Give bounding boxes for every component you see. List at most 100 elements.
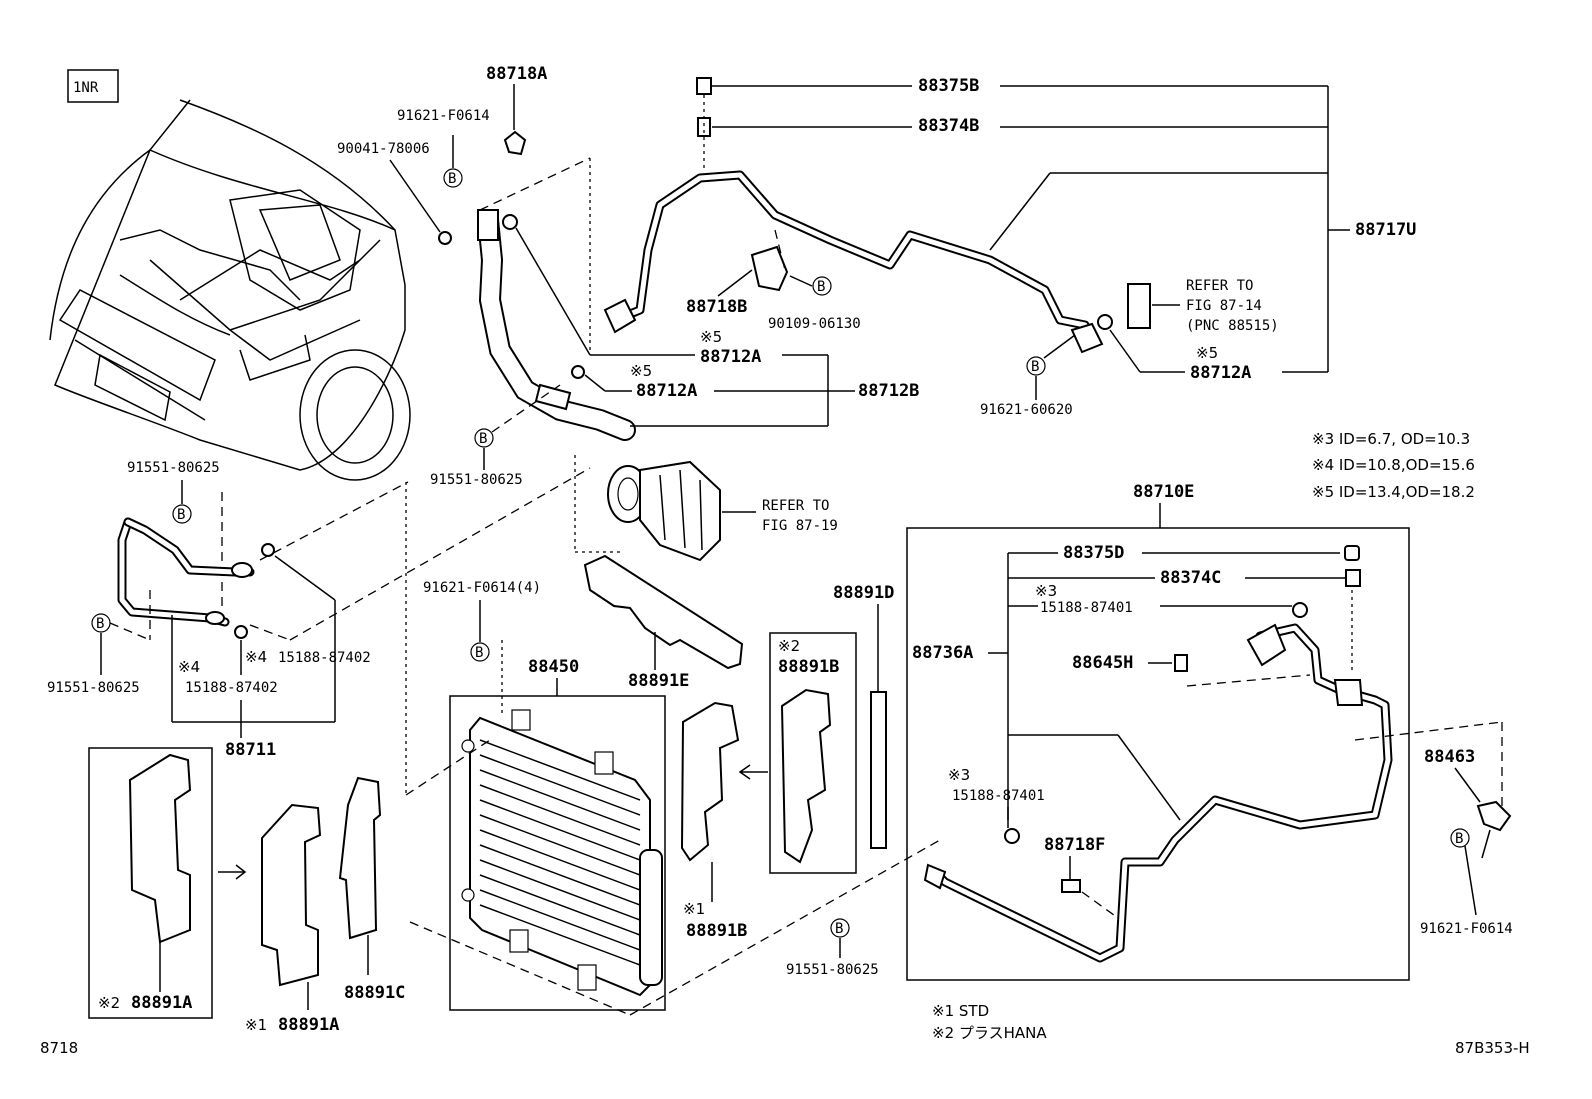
label-88712A-right: 88712A xyxy=(1190,363,1251,383)
frame-88891B-hana xyxy=(769,632,857,874)
mark-5-right: ※5 xyxy=(1196,344,1218,362)
frame-88710E xyxy=(906,527,1410,981)
label-88891B-std: 88891B xyxy=(686,921,747,941)
label-88891A-hana: 88891A xyxy=(131,993,192,1013)
label-88718B: 88718B xyxy=(686,297,747,317)
label-88710E: 88710E xyxy=(1133,482,1194,502)
suction-pipe-88717U xyxy=(603,170,1104,354)
diagram-code: 87B353-H xyxy=(1455,1039,1530,1057)
o-ring-15188-87401-b xyxy=(1004,828,1020,844)
svg-text:※2 プラスHANA: ※2 プラスHANA xyxy=(932,1024,1047,1042)
seal-88891A-std xyxy=(261,803,322,987)
valve-cap-88375D xyxy=(1344,545,1360,561)
refer-fig-87-19: REFER TO FIG 87-19 xyxy=(762,498,838,534)
svg-text:(PNC 88515): (PNC 88515) xyxy=(1186,318,1279,334)
label-88891C: 88891C xyxy=(344,983,405,1003)
label-90109-06130: 90109-06130 xyxy=(768,316,861,332)
engine-badge: 1NR xyxy=(73,80,99,96)
svg-text:※5 ID=13.4,OD=18.2: ※5 ID=13.4,OD=18.2 xyxy=(1312,483,1475,501)
frame-88891A-hana xyxy=(88,747,213,1019)
spec-notes: ※3 ID=6.7, OD=10.3 ※4 ID=10.8,OD=15.6 ※5… xyxy=(1312,430,1475,501)
bolt-88645H xyxy=(1174,654,1188,672)
label-88718F: 88718F xyxy=(1044,835,1105,855)
label-88375B: 88375B xyxy=(918,76,979,96)
label-15188-87401-b: 15188-87401 xyxy=(952,788,1045,804)
svg-text:※4 ID=10.8,OD=15.6: ※4 ID=10.8,OD=15.6 xyxy=(1312,456,1475,474)
expansion-valve xyxy=(1127,283,1151,329)
valve-core-88374B xyxy=(697,117,711,137)
mark-1-88891A: ※1 xyxy=(245,1016,267,1034)
mark-3-b: ※3 xyxy=(948,766,970,784)
label-91551-80625-a: 91551-80625 xyxy=(127,460,220,476)
arrow-right xyxy=(218,864,247,880)
label-91621-60620: 91621-60620 xyxy=(980,402,1073,418)
o-ring-15188-87401-a xyxy=(1292,602,1308,618)
valve-cap-88375B xyxy=(696,77,712,95)
seal-88891D xyxy=(870,691,887,849)
label-88712A-b: 88712A xyxy=(636,381,697,401)
label-91551-80625-c: 91551-80625 xyxy=(47,680,140,696)
label-88736A: 88736A xyxy=(912,643,973,663)
label-91621-F0614-4: 91621-F0614(4) xyxy=(423,580,541,596)
svg-text:REFER TO: REFER TO xyxy=(762,498,829,514)
label-88712B: 88712B xyxy=(858,381,919,401)
svg-text:B: B xyxy=(479,431,487,447)
svg-text:B: B xyxy=(448,171,456,187)
seal-88891A-hana xyxy=(128,753,192,944)
svg-text:B: B xyxy=(475,645,483,661)
svg-text:REFER TO: REFER TO xyxy=(1186,278,1253,294)
o-ring-88712A-right xyxy=(1097,314,1113,330)
label-88374C: 88374C xyxy=(1160,568,1221,588)
label-88891B-hana: 88891B xyxy=(778,657,839,677)
label-91621-F0614-top: 91621-F0614 xyxy=(397,108,490,124)
arrow-left xyxy=(738,764,768,780)
valve-core-88374C xyxy=(1345,569,1361,587)
label-88374B: 88374B xyxy=(918,116,979,136)
label-88645H: 88645H xyxy=(1072,653,1133,673)
o-ring-88711-lower xyxy=(234,625,248,639)
label-91551-80625-b: 91551-80625 xyxy=(430,472,523,488)
seal-88891C xyxy=(338,776,382,940)
label-88891E: 88891E xyxy=(628,671,689,691)
legend: ※1 STD ※2 プラスHANA xyxy=(932,1002,1047,1042)
label-15188-87402-a: 15188-87402 xyxy=(278,650,371,666)
mark-1-88891B: ※1 xyxy=(683,900,705,918)
liquid-pipe-88710E xyxy=(923,623,1393,963)
mark-2-88891B: ※2 xyxy=(778,637,800,655)
svg-text:B: B xyxy=(96,616,104,632)
svg-text:※3 ID=6.7, OD=10.3: ※3 ID=6.7, OD=10.3 xyxy=(1312,430,1470,448)
engine-badge-frame xyxy=(67,69,119,103)
refer-fig-87-14: REFER TO FIG 87-14 (PNC 88515) xyxy=(1186,278,1279,334)
figure-number: 8718 xyxy=(40,1039,78,1057)
svg-text:FIG 87-19: FIG 87-19 xyxy=(762,518,838,534)
mark-3-a: ※3 xyxy=(1035,582,1057,600)
label-88891D: 88891D xyxy=(833,583,894,603)
label-88450: 88450 xyxy=(528,657,579,677)
svg-text:B: B xyxy=(177,507,185,523)
label-15188-87402-b: 15188-87402 xyxy=(185,680,278,696)
grommet-90041 xyxy=(438,231,452,245)
label-88718A: 88718A xyxy=(486,64,547,84)
condenser-88450 xyxy=(461,709,663,997)
label-88711: 88711 xyxy=(225,740,276,760)
label-88463: 88463 xyxy=(1424,747,1475,767)
svg-text:FIG 87-14: FIG 87-14 xyxy=(1186,298,1262,314)
seal-88891E xyxy=(583,554,744,670)
sensor-88463 xyxy=(1476,800,1512,832)
clip-88718A xyxy=(503,130,527,156)
compressor xyxy=(607,460,721,562)
label-91621-F0614-right: 91621-F0614 xyxy=(1420,921,1513,937)
mark-5-a: ※5 xyxy=(700,328,722,346)
label-88375D: 88375D xyxy=(1063,543,1124,563)
svg-text:B: B xyxy=(1031,359,1039,375)
o-ring-top-hose xyxy=(502,214,518,230)
o-ring-mid-hose xyxy=(571,365,585,379)
label-88717U: 88717U xyxy=(1355,220,1416,240)
label-90041-78006: 90041-78006 xyxy=(337,141,430,157)
discharge-hose-88712B xyxy=(477,209,636,441)
clip-88718F xyxy=(1061,879,1081,893)
label-88712A-a: 88712A xyxy=(700,347,761,367)
label-91551-80625-d: 91551-80625 xyxy=(786,962,879,978)
mark-4-a: ※4 xyxy=(245,648,267,666)
mark-4-b: ※4 xyxy=(178,658,200,676)
